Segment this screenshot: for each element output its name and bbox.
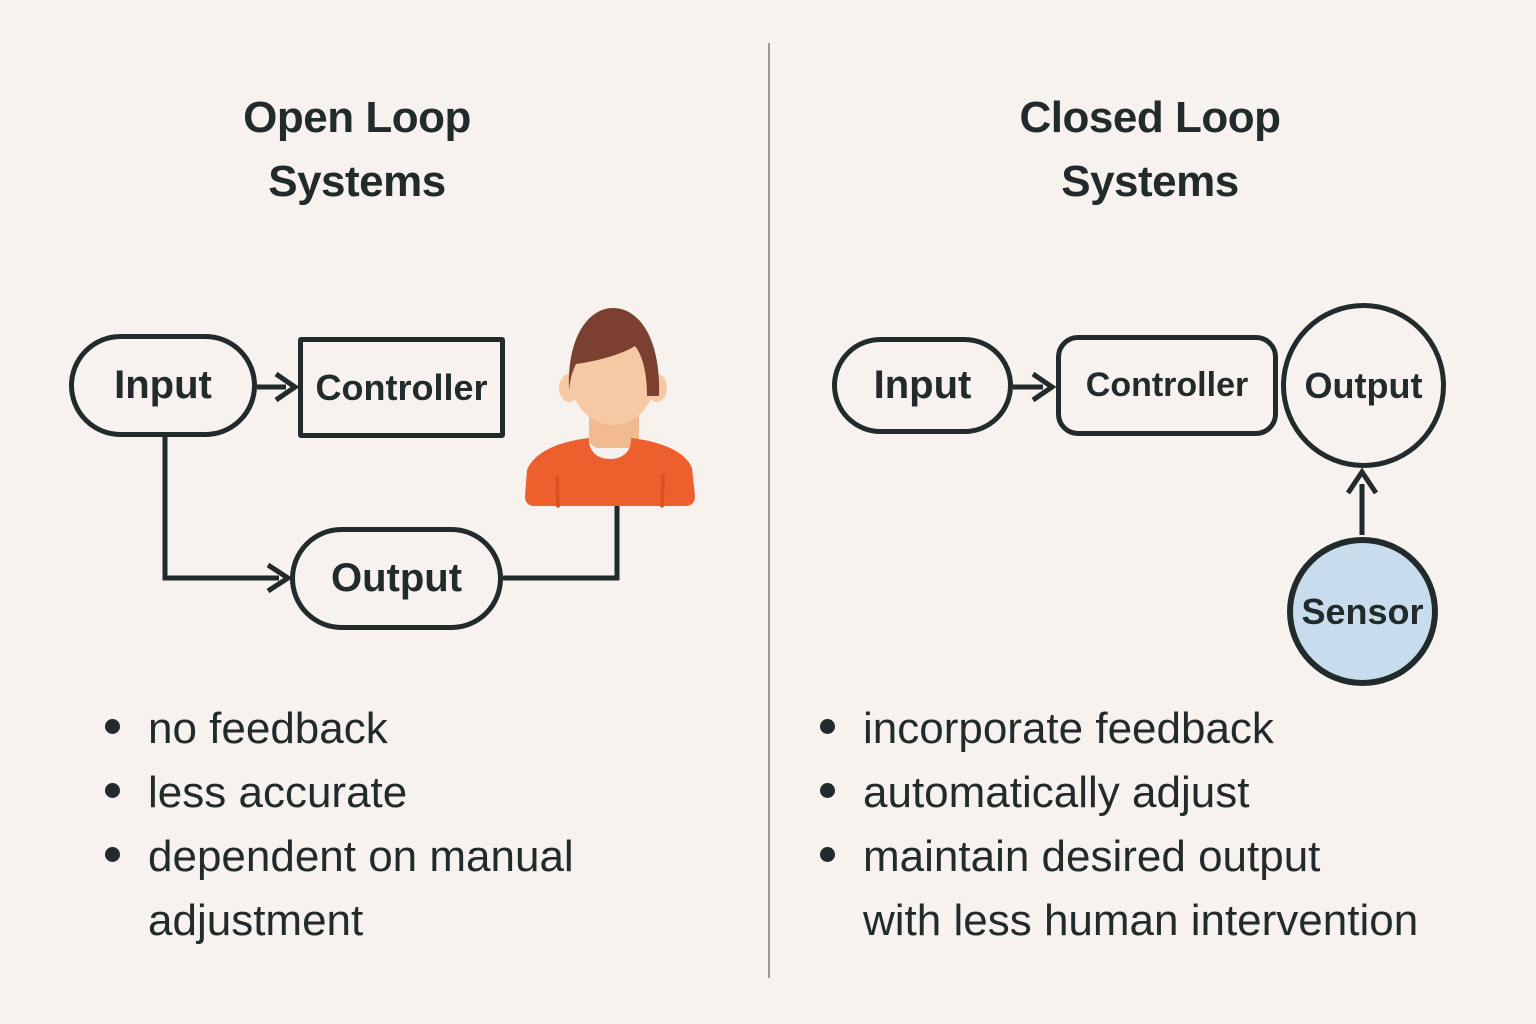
bullet-dot-icon: [820, 719, 835, 734]
bullet-item: dependent on manual adjustment: [103, 825, 803, 953]
sensor-node: Sensor: [1287, 537, 1438, 686]
arrowhead-icon: [266, 562, 293, 594]
person-hair: [568, 308, 660, 396]
bullet-text: automatically adjust: [863, 768, 1250, 817]
closed-loop-title: Closed Loop Systems: [1019, 93, 1281, 206]
output-node-left: Output: [290, 527, 503, 630]
bullet-item: less accurate: [103, 761, 803, 825]
bullet-text: incorporate feedback: [863, 704, 1274, 753]
panel-divider: [768, 43, 770, 978]
bullet-item: no feedback: [103, 697, 803, 761]
arrowhead-icon: [1031, 371, 1057, 403]
bullet-text: no feedback: [148, 704, 388, 753]
bullet-text: dependent on manual adjustment: [148, 832, 574, 945]
bullet-item: maintain desired output with less human …: [818, 825, 1518, 953]
output-label: Output: [1304, 364, 1423, 406]
bullet-text: maintain desired output with less human …: [863, 832, 1419, 945]
bullet-dot-icon: [105, 783, 120, 798]
bullet-item: incorporate feedback: [818, 697, 1518, 761]
controller-label: Controller: [315, 366, 488, 408]
arrow-input-to-output-left: [162, 437, 279, 581]
person-icon: [525, 308, 695, 508]
bullet-text: less accurate: [148, 768, 408, 817]
input-label: Input: [873, 363, 972, 407]
bullet-dot-icon: [820, 847, 835, 862]
input-node-left: Input: [69, 334, 257, 437]
line-output-to-person: [503, 505, 620, 581]
controller-node-right: Controller: [1056, 335, 1278, 436]
controller-node-left: Controller: [298, 337, 505, 438]
arrowhead-icon: [1345, 467, 1379, 495]
person-shirt-crease: [555, 476, 560, 508]
controller-label: Controller: [1085, 366, 1249, 404]
person-shirt-crease: [660, 474, 665, 508]
bullet-dot-icon: [105, 847, 120, 862]
output-node-right: Output: [1281, 303, 1446, 468]
bullet-item: automatically adjust: [818, 761, 1518, 825]
closed-loop-bullet-list: incorporate feedback automatically adjus…: [818, 697, 1518, 953]
sensor-label: Sensor: [1301, 590, 1424, 632]
open-loop-bullet-list: no feedback less accurate dependent on m…: [103, 697, 803, 953]
input-label: Input: [114, 363, 212, 407]
output-label: Output: [330, 556, 463, 600]
person-shirt: [525, 438, 695, 506]
bullet-dot-icon: [105, 719, 120, 734]
arrowhead-icon: [274, 371, 300, 403]
open-loop-title: Open Loop Systems: [243, 93, 471, 206]
input-node-right: Input: [832, 337, 1013, 434]
bullet-dot-icon: [820, 783, 835, 798]
